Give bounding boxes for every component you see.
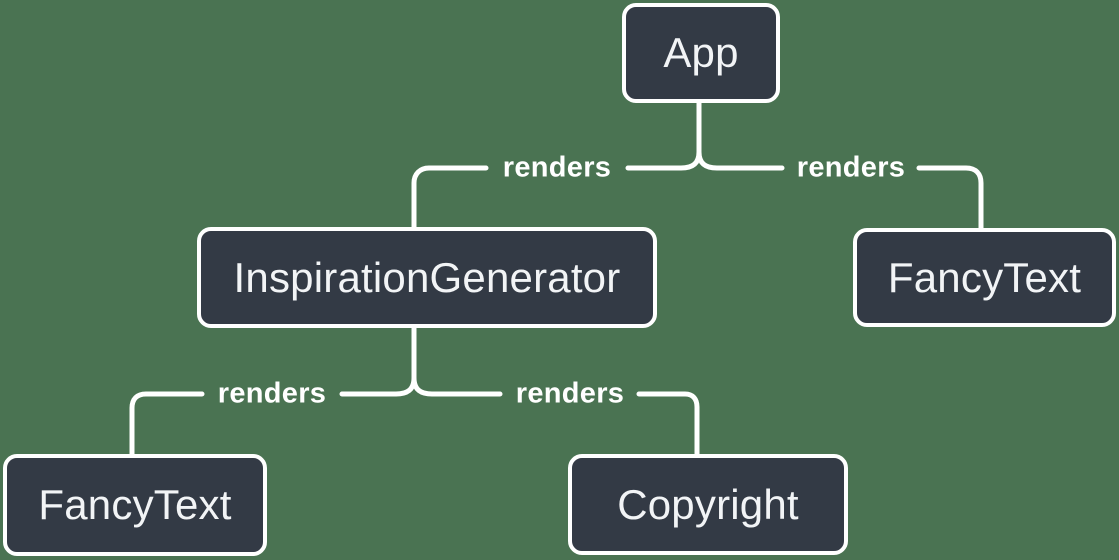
tree-node-app: App: [622, 3, 780, 103]
tree-node-inspiration-generator: InspirationGenerator: [197, 227, 657, 328]
tree-node-copyright-label: Copyright: [617, 480, 799, 528]
edge-app-to-inspirationgenerator-drop-segment: [411, 165, 489, 234]
tree-node-fancy-text-top-label: FancyText: [887, 253, 1082, 301]
edge-app-to-inspirationgenerator-fork-segment: [625, 98, 702, 171]
edge-inspirationgenerator-to-copyright-fork-segment: [411, 323, 503, 397]
edge-inspirationgenerator-to-fancytext-drop-segment: [129, 391, 205, 461]
edge-inspirationgenerator-to-copyright-drop-segment: [636, 391, 700, 461]
tree-node-fancy-text-bottom-label: FancyText: [38, 481, 232, 528]
tree-node-fancy-text-top: FancyText: [853, 228, 1116, 327]
edge-app-to-fancytext-fork-segment: [696, 98, 785, 171]
edge-label-renders-app-inspirationgenerator: renders: [502, 151, 612, 184]
edge-app-to-fancytext-drop-segment: [916, 165, 984, 235]
tree-node-app-label: App: [663, 29, 739, 76]
edge-label-renders-app-fancytext: renders: [796, 151, 906, 184]
edge-label-renders-inspirationgenerator-fancytext: renders: [217, 377, 327, 410]
tree-node-fancy-text-bottom: FancyText: [3, 454, 267, 556]
edge-label-renders-inspirationgenerator-copyright: renders: [515, 377, 625, 410]
edge-app-to-fancytext: [696, 98, 984, 235]
tree-node-copyright: Copyright: [568, 454, 848, 555]
edge-inspirationgenerator-to-copyright: [411, 323, 700, 461]
tree-node-inspiration-generator-label: InspirationGenerator: [233, 253, 621, 301]
edge-inspirationgenerator-to-fancytext-fork-segment: [339, 323, 417, 397]
